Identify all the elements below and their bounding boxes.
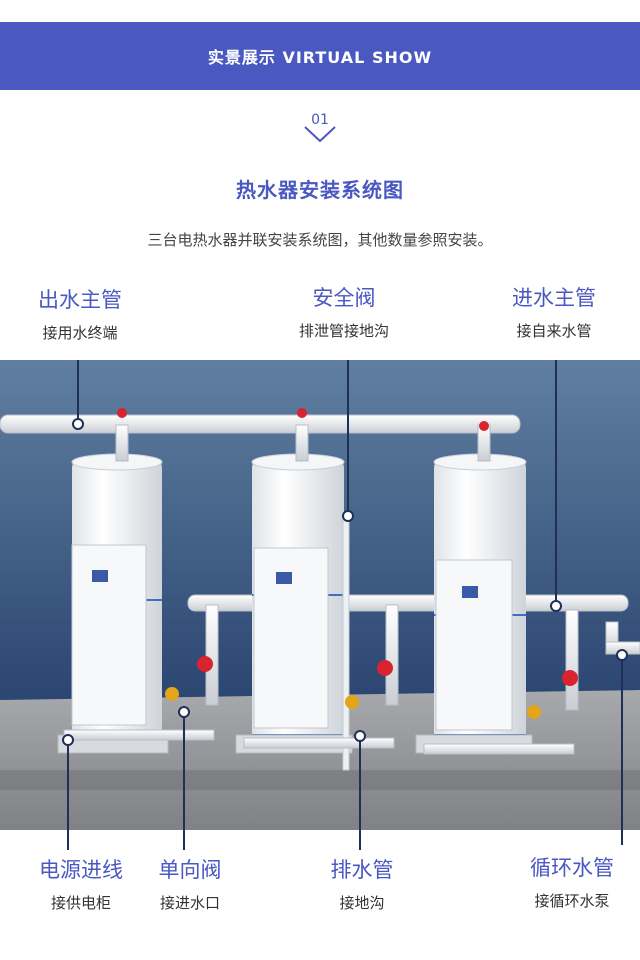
step-number: 01: [311, 112, 329, 128]
label-circulation-pipe-desc: 接循环水泵: [534, 892, 610, 910]
label-drain-pipe-desc: 接地沟: [339, 894, 385, 912]
leader-extensions: [67, 830, 623, 850]
label-check-valve-desc: 接进水口: [159, 894, 220, 912]
leader-dots: [62, 418, 628, 746]
label-outlet-main-desc: 接用水终端: [42, 324, 118, 342]
chevron-down-icon: [304, 126, 336, 143]
label-drain-pipe-title: 排水管: [330, 858, 394, 882]
top-valves: [117, 408, 489, 431]
banner-title: 实景展示 VIRTUAL SHOW: [207, 48, 433, 67]
outlet-main-pipe: [0, 414, 521, 434]
label-safety-valve: 安全阀 排泄管接地沟: [276, 282, 412, 341]
water-heater-2: [235, 453, 353, 754]
label-outlet-main-title: 出水主管: [38, 288, 122, 312]
label-power-line-desc: 接供电柜: [50, 894, 111, 912]
header-banner: 实景展示 VIRTUAL SHOW: [0, 22, 640, 90]
diagram-subtitle: 三台电热水器并联安装系统图，其他数量参照安装。: [147, 231, 493, 249]
label-power-line: 电源进线 接供电柜: [22, 854, 140, 913]
label-check-valve-title: 单向阀: [158, 858, 222, 882]
water-heater-1: [57, 453, 169, 754]
label-inlet-main-title: 进水主管: [512, 286, 596, 310]
label-inlet-main-desc: 接自来水管: [516, 322, 592, 340]
label-inlet-main: 进水主管 接自来水管: [496, 282, 612, 341]
label-outlet-main: 出水主管 接用水终端: [22, 284, 138, 343]
inlet-valves: [197, 656, 578, 686]
label-drain-pipe: 排水管 接地沟: [312, 854, 412, 913]
diagram-title: 热水器安装系统图: [236, 178, 404, 202]
label-circulation-pipe: 循环水管 接循环水泵: [512, 852, 632, 911]
label-safety-valve-title: 安全阀: [312, 286, 376, 310]
water-heater-3: [415, 453, 533, 754]
label-safety-valve-desc: 排泄管接地沟: [298, 322, 389, 340]
check-valves: [165, 687, 541, 719]
label-check-valve: 单向阀 接进水口: [140, 854, 240, 913]
label-circulation-pipe-title: 循环水管: [530, 856, 614, 880]
leader-lines: [67, 360, 623, 830]
installation-scene: [0, 360, 640, 830]
label-power-line-title: 电源进线: [39, 858, 123, 882]
